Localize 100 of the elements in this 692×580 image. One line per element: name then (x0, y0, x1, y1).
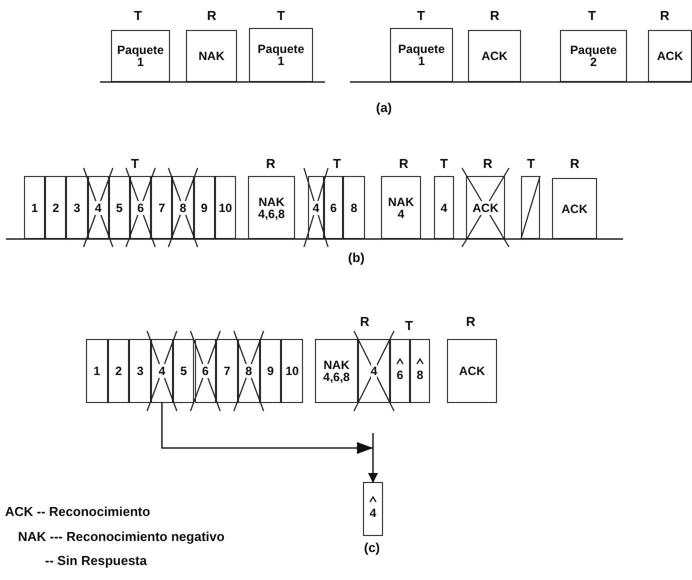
station-label: R (570, 156, 580, 171)
frame-box (111, 30, 170, 82)
frame-label: 8 (245, 364, 252, 378)
frame-label: NAK (198, 50, 224, 62)
station-label: T (588, 8, 596, 23)
frame-box (466, 176, 505, 239)
legend-entry: -- Sin Respuesta (45, 553, 147, 568)
frame-box (648, 30, 692, 82)
frame-box (130, 176, 152, 239)
station-label: T (333, 156, 341, 171)
station-label: T (277, 8, 285, 23)
station-label: T (405, 318, 413, 333)
frame-box (390, 339, 410, 403)
frame-label: ACK (472, 200, 498, 214)
station-label: T (527, 156, 535, 171)
frame-label: 5 (116, 202, 123, 214)
frame-box (343, 176, 365, 239)
frame-label: 5 (180, 365, 187, 377)
frame-label: ACK (562, 202, 588, 214)
legend-entry: NAK --- Reconocimiento negativo (18, 529, 225, 544)
station-label: T (417, 8, 425, 23)
frame-label: 7 (224, 365, 230, 377)
frame-box (151, 339, 173, 403)
frame-box (151, 176, 172, 239)
frame-label: 10 (218, 202, 232, 214)
station-label: R (399, 156, 408, 171)
frame-label: 4 (370, 364, 378, 378)
frame-box (88, 176, 109, 239)
frame-box (308, 176, 324, 239)
legend-entry: ACK -- Reconocimiento (5, 504, 150, 519)
frame-label: 10 (285, 365, 299, 377)
frame-box (315, 339, 358, 403)
panel-caption: (b) (348, 250, 365, 265)
frame-box (381, 176, 421, 239)
frame-box (45, 176, 66, 239)
frame-box (410, 339, 430, 403)
station-label: R (660, 8, 670, 23)
frame-label: Paquete 1 (117, 44, 164, 68)
frame-label: 8 (416, 369, 424, 381)
frame-box (434, 176, 454, 239)
frame-box (324, 176, 343, 239)
frame-box (390, 28, 453, 82)
frame-label: 4 (94, 200, 102, 214)
frame-box (214, 176, 236, 239)
station-label: R (207, 8, 216, 23)
frame-box (186, 30, 237, 82)
frame-box (552, 178, 597, 239)
frame-box (560, 30, 627, 82)
frame-box (194, 176, 215, 239)
frame-box (363, 482, 383, 536)
frame-box (447, 339, 497, 403)
frame-label: 4 (440, 202, 448, 214)
frame-label: 2 (115, 365, 122, 377)
station-label: T (440, 156, 448, 171)
frame-box (216, 339, 238, 403)
frame-box (172, 176, 194, 239)
frame-box (66, 176, 88, 239)
panel-caption: (c) (364, 540, 380, 555)
station-label: R (360, 314, 370, 329)
frame-label: NAK 4,6,8 (323, 359, 350, 383)
frame-box (194, 339, 216, 403)
frame-label: Paquete 1 (258, 43, 304, 67)
frame-box (249, 28, 313, 82)
frame-label: 8 (180, 200, 186, 214)
frame-label: NAK 4,6,8 (258, 196, 285, 220)
frame-box (129, 339, 152, 403)
frame-label: 2 (52, 202, 60, 214)
frame-box (358, 339, 390, 403)
frame-box (108, 339, 130, 403)
frame-label: 1 (31, 202, 38, 214)
frame-label: ACK (657, 50, 683, 62)
frame-label: 6 (396, 369, 404, 381)
frame-label: 7 (158, 202, 166, 214)
frame-box (172, 339, 194, 403)
frame-label: 9 (200, 202, 208, 214)
frame-label: NAK 4 (388, 196, 414, 220)
panel-caption: (a) (376, 100, 392, 115)
station-label: T (131, 156, 139, 171)
station-label: R (466, 314, 476, 329)
frame-label: 4 (312, 200, 320, 214)
frame-label: Paquete 2 (570, 44, 617, 68)
frame-label: 6 (202, 364, 209, 378)
frame-box (260, 339, 282, 403)
frame-box (281, 339, 303, 403)
frame-label: 4 (370, 507, 376, 519)
station-label: T (134, 8, 142, 23)
frame-label: 9 (267, 365, 274, 377)
frame-label: 4 (158, 364, 166, 378)
frame-label: 6 (330, 202, 337, 214)
frame-label: ACK (482, 50, 508, 62)
frame-box (24, 176, 46, 239)
frame-box (238, 339, 260, 403)
frame-box (248, 176, 295, 239)
frame-label: ACK (459, 365, 485, 377)
station-label: R (490, 8, 500, 23)
frame-label: 3 (74, 202, 80, 214)
frame-box (468, 30, 521, 82)
frame-box (86, 339, 108, 403)
frame-label: 8 (350, 202, 358, 214)
frame-label: 3 (136, 365, 144, 377)
